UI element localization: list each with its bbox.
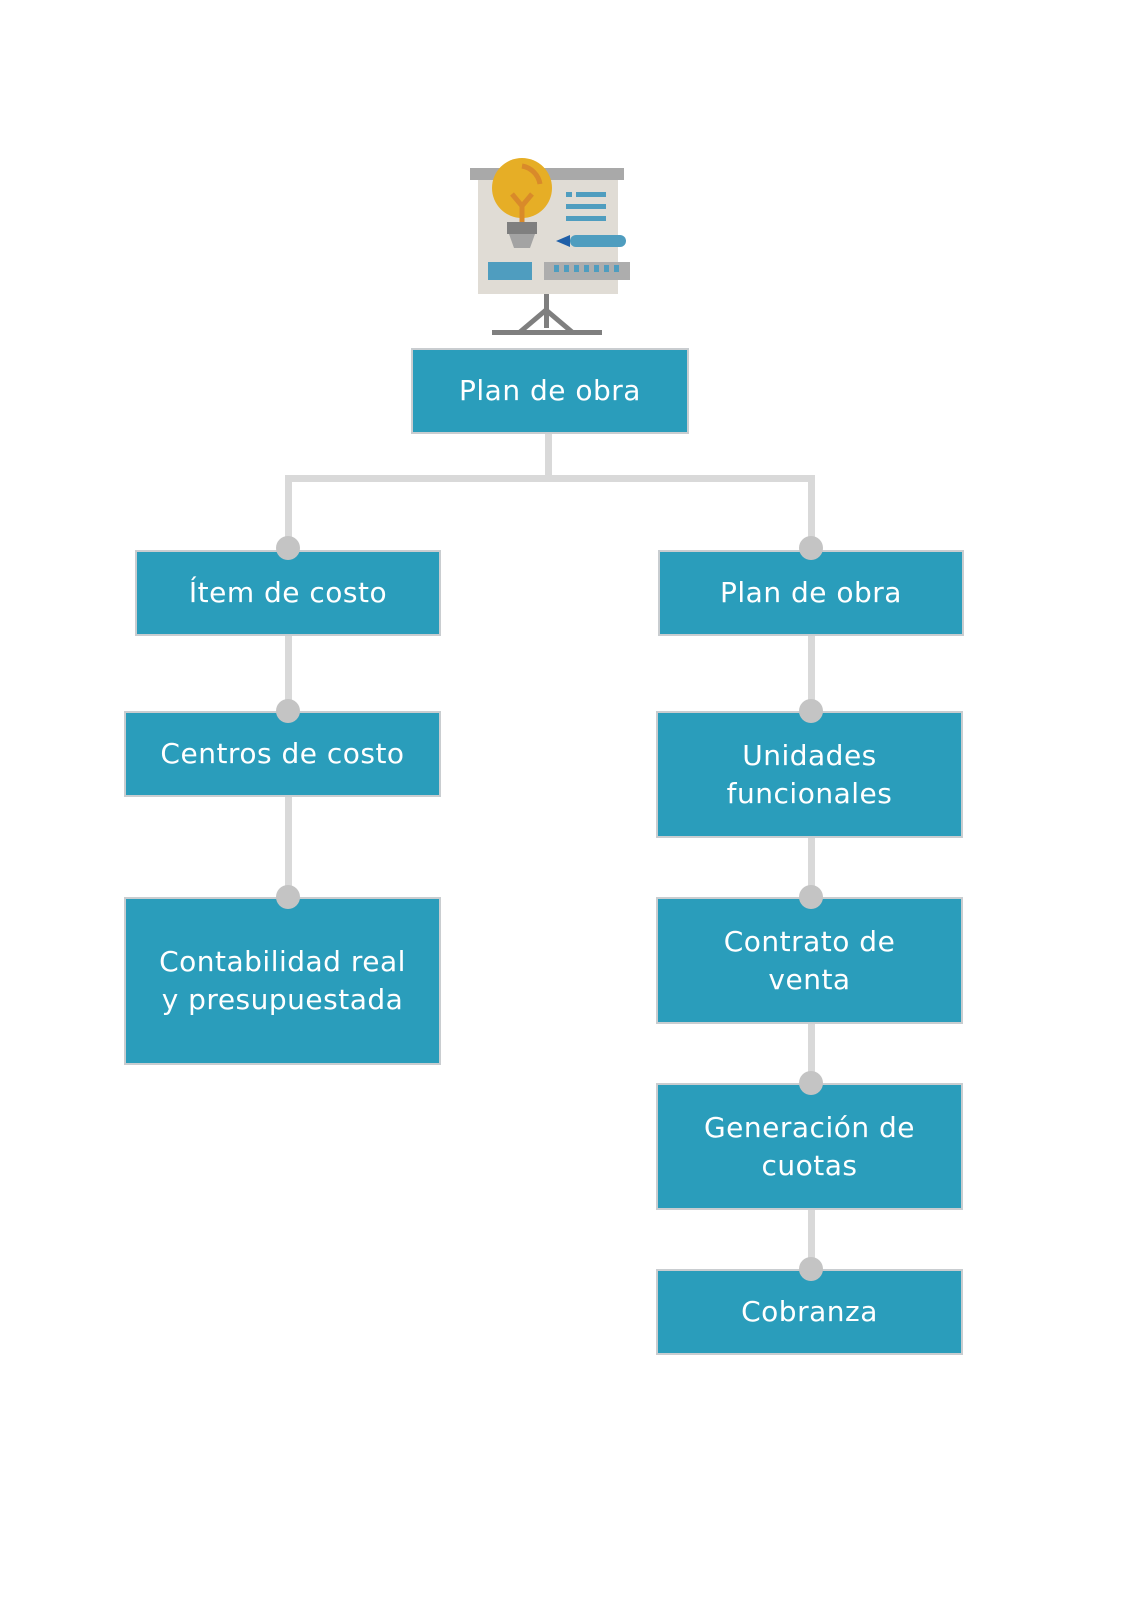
connector-right-1-2 [808,634,815,712]
connector-dot [276,699,300,723]
node-label: Contabilidad real y presupuestada [159,945,406,1016]
connector-left-1-2 [285,634,292,712]
node-item-de-costo[interactable]: Ítem de costo [135,550,441,636]
connector-root-down [545,432,552,478]
node-label: Generación de cuotas [703,1110,916,1182]
node-unidades-funcionales[interactable]: Unidades funcionales [656,711,963,838]
node-generacion-de-cuotas[interactable]: Generación de cuotas [656,1083,963,1210]
connector-horizontal [285,475,815,482]
connector-right-4-5 [808,1210,815,1270]
connector-dot [276,536,300,560]
node-plan-de-obra-right[interactable]: Plan de obra [658,550,964,636]
node-label: Ítem de costo [188,576,388,609]
connector-dot [276,885,300,909]
node-centros-de-costo[interactable]: Centros de costo [124,711,441,797]
node-contrato-de-venta[interactable]: Contrato de venta [656,897,963,1024]
connector-left-drop [285,475,292,550]
connector-right-drop [808,475,815,550]
node-cobranza[interactable]: Cobranza [656,1269,963,1355]
connector-right-3-4 [808,1024,815,1084]
connector-dot [799,1071,823,1095]
connector-dot [799,699,823,723]
node-label: Cobranza [741,1295,878,1328]
connector-dot [799,1257,823,1281]
node-contabilidad[interactable]: Contabilidad real y presupuestada [124,897,441,1065]
node-label: Centros de costo [160,737,405,770]
connector-dot [799,885,823,909]
connector-right-2-3 [808,838,815,898]
connector-dot [799,536,823,560]
node-label: Plan de obra [459,374,641,407]
node-label: Contrato de venta [723,924,896,996]
connector-left-2-3 [285,796,292,898]
presentation-board-lightbulb-icon [470,158,630,335]
node-label: Unidades funcionales [726,738,893,810]
node-label: Plan de obra [720,576,902,609]
node-root-plan-de-obra[interactable]: Plan de obra [411,348,689,434]
